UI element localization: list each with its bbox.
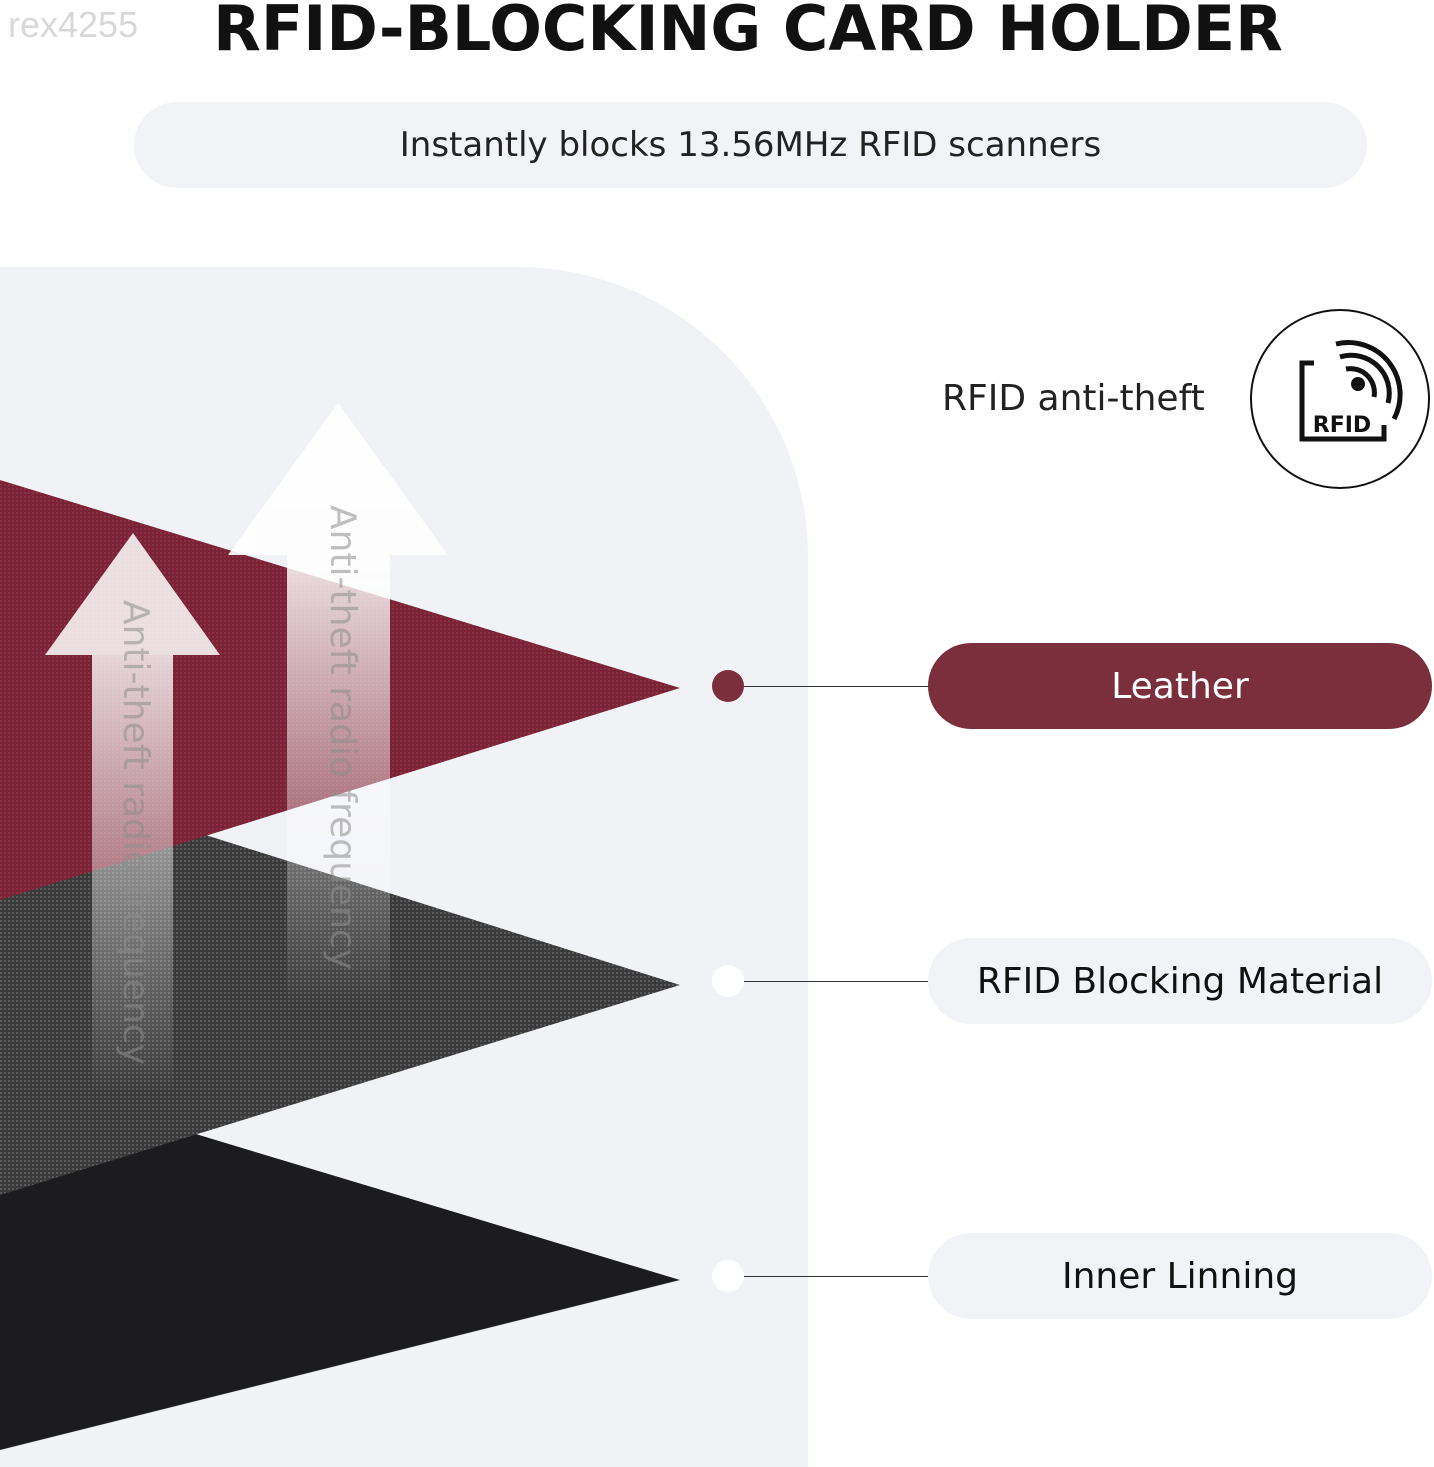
watermark: rex4255 <box>8 4 139 45</box>
feature-label: RFID anti-theft <box>942 378 1205 419</box>
layer-dot-rfid-blocking <box>712 965 744 997</box>
arrow-label: Anti-theft radio frequency <box>115 600 156 1065</box>
arrow-up-icon <box>45 533 220 1095</box>
subtitle: Instantly blocks 13.56MHz RFID scanners <box>399 125 1102 165</box>
layer-dot-leather <box>712 670 744 702</box>
layer-dot-inner-lining <box>712 1260 744 1292</box>
page-title: RFID-BLOCKING CARD HOLDER <box>213 0 1283 65</box>
layers-illustration <box>0 403 680 1450</box>
connector-line <box>744 1276 928 1277</box>
rfid-icon: RFID <box>1250 309 1430 489</box>
layer-label-leather: Leather <box>928 643 1432 729</box>
connector-line <box>744 686 928 687</box>
inner-lining-layer <box>0 1075 680 1450</box>
layer-label-rfid-blocking: RFID Blocking Material <box>928 938 1432 1024</box>
arrow-label: Anti-theft radio frequency <box>322 505 363 970</box>
layer-label-inner-lining: Inner Linning <box>928 1233 1432 1319</box>
rfid-icon-text: RFID <box>1313 413 1371 438</box>
subtitle-pill: Instantly blocks 13.56MHz RFID scanners <box>134 102 1367 188</box>
arrow-up-icon <box>228 403 448 1005</box>
connector-line <box>744 981 928 982</box>
